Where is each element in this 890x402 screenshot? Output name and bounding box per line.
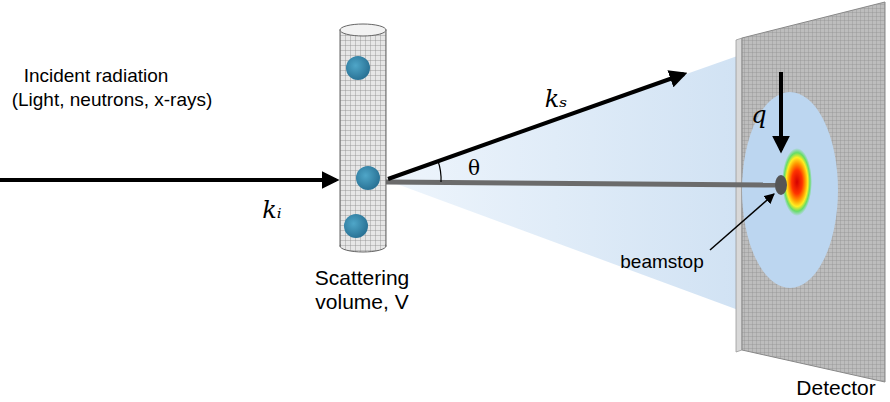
particle	[346, 56, 370, 80]
scattering-pattern	[742, 92, 838, 288]
vector-label: q	[751, 102, 766, 130]
cylinder-top	[340, 24, 386, 36]
incident-beam	[0, 178, 336, 182]
part-label: Detector	[796, 376, 875, 400]
leader-line	[710, 194, 774, 250]
caption-text: (Light, neutrons, x-rays)	[12, 89, 213, 111]
transmitted-beam	[386, 182, 778, 185]
vector-label: kₛ	[545, 86, 568, 114]
scattered-wavevector	[388, 74, 684, 179]
cylinder-fill	[341, 236, 385, 246]
scattering-vector	[779, 72, 783, 150]
part-label: Scattering volume, V	[306, 266, 418, 314]
angle-label: θ	[468, 157, 480, 180]
detector-edge	[736, 38, 742, 352]
angle-arc	[438, 161, 441, 182]
detector-plate	[742, 2, 885, 382]
vector-label: kᵢ	[262, 197, 281, 225]
part-label: beamstop	[620, 251, 703, 273]
sample-cylinder	[340, 30, 386, 246]
caption-text: Incident radiation	[24, 65, 169, 87]
particle	[344, 214, 368, 238]
beamstop	[775, 175, 787, 195]
particle	[356, 166, 380, 190]
